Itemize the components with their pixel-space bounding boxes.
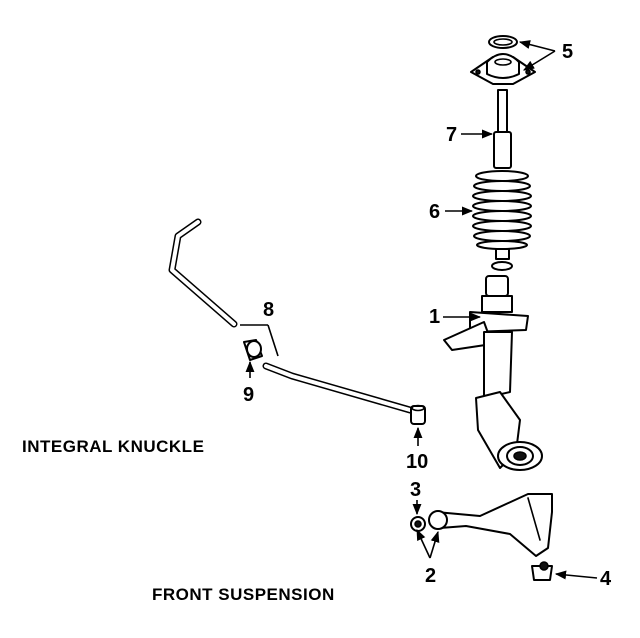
strut-mount-assembly (470, 35, 536, 85)
callout-1: 1 (429, 306, 440, 328)
callout-3: 3 (410, 479, 421, 501)
callout-7: 7 (446, 124, 457, 146)
callout-10: 10 (406, 451, 428, 473)
strut-knuckle (443, 275, 543, 471)
lower-control-arm (410, 493, 553, 557)
callout-5: 5 (562, 41, 573, 63)
link-bushing (410, 404, 426, 425)
caption-front-suspension: FRONT SUSPENSION (152, 585, 335, 604)
stabilizer-bar (168, 218, 414, 414)
callout-2: 2 (425, 565, 436, 587)
callout-6: 6 (429, 201, 440, 223)
callout-8: 8 (263, 299, 274, 321)
strut-rod (493, 89, 512, 169)
callout-labels: 5 7 6 1 8 9 10 3 2 4 (243, 41, 612, 590)
ball-joint (531, 561, 553, 581)
caption-integral-knuckle: INTEGRAL KNUCKLE (22, 437, 204, 456)
callout-4: 4 (600, 568, 612, 590)
stabilizer-bushing (243, 339, 263, 361)
coil-spring (472, 170, 532, 271)
leader-lines (240, 40, 598, 580)
callout-9: 9 (243, 384, 254, 406)
